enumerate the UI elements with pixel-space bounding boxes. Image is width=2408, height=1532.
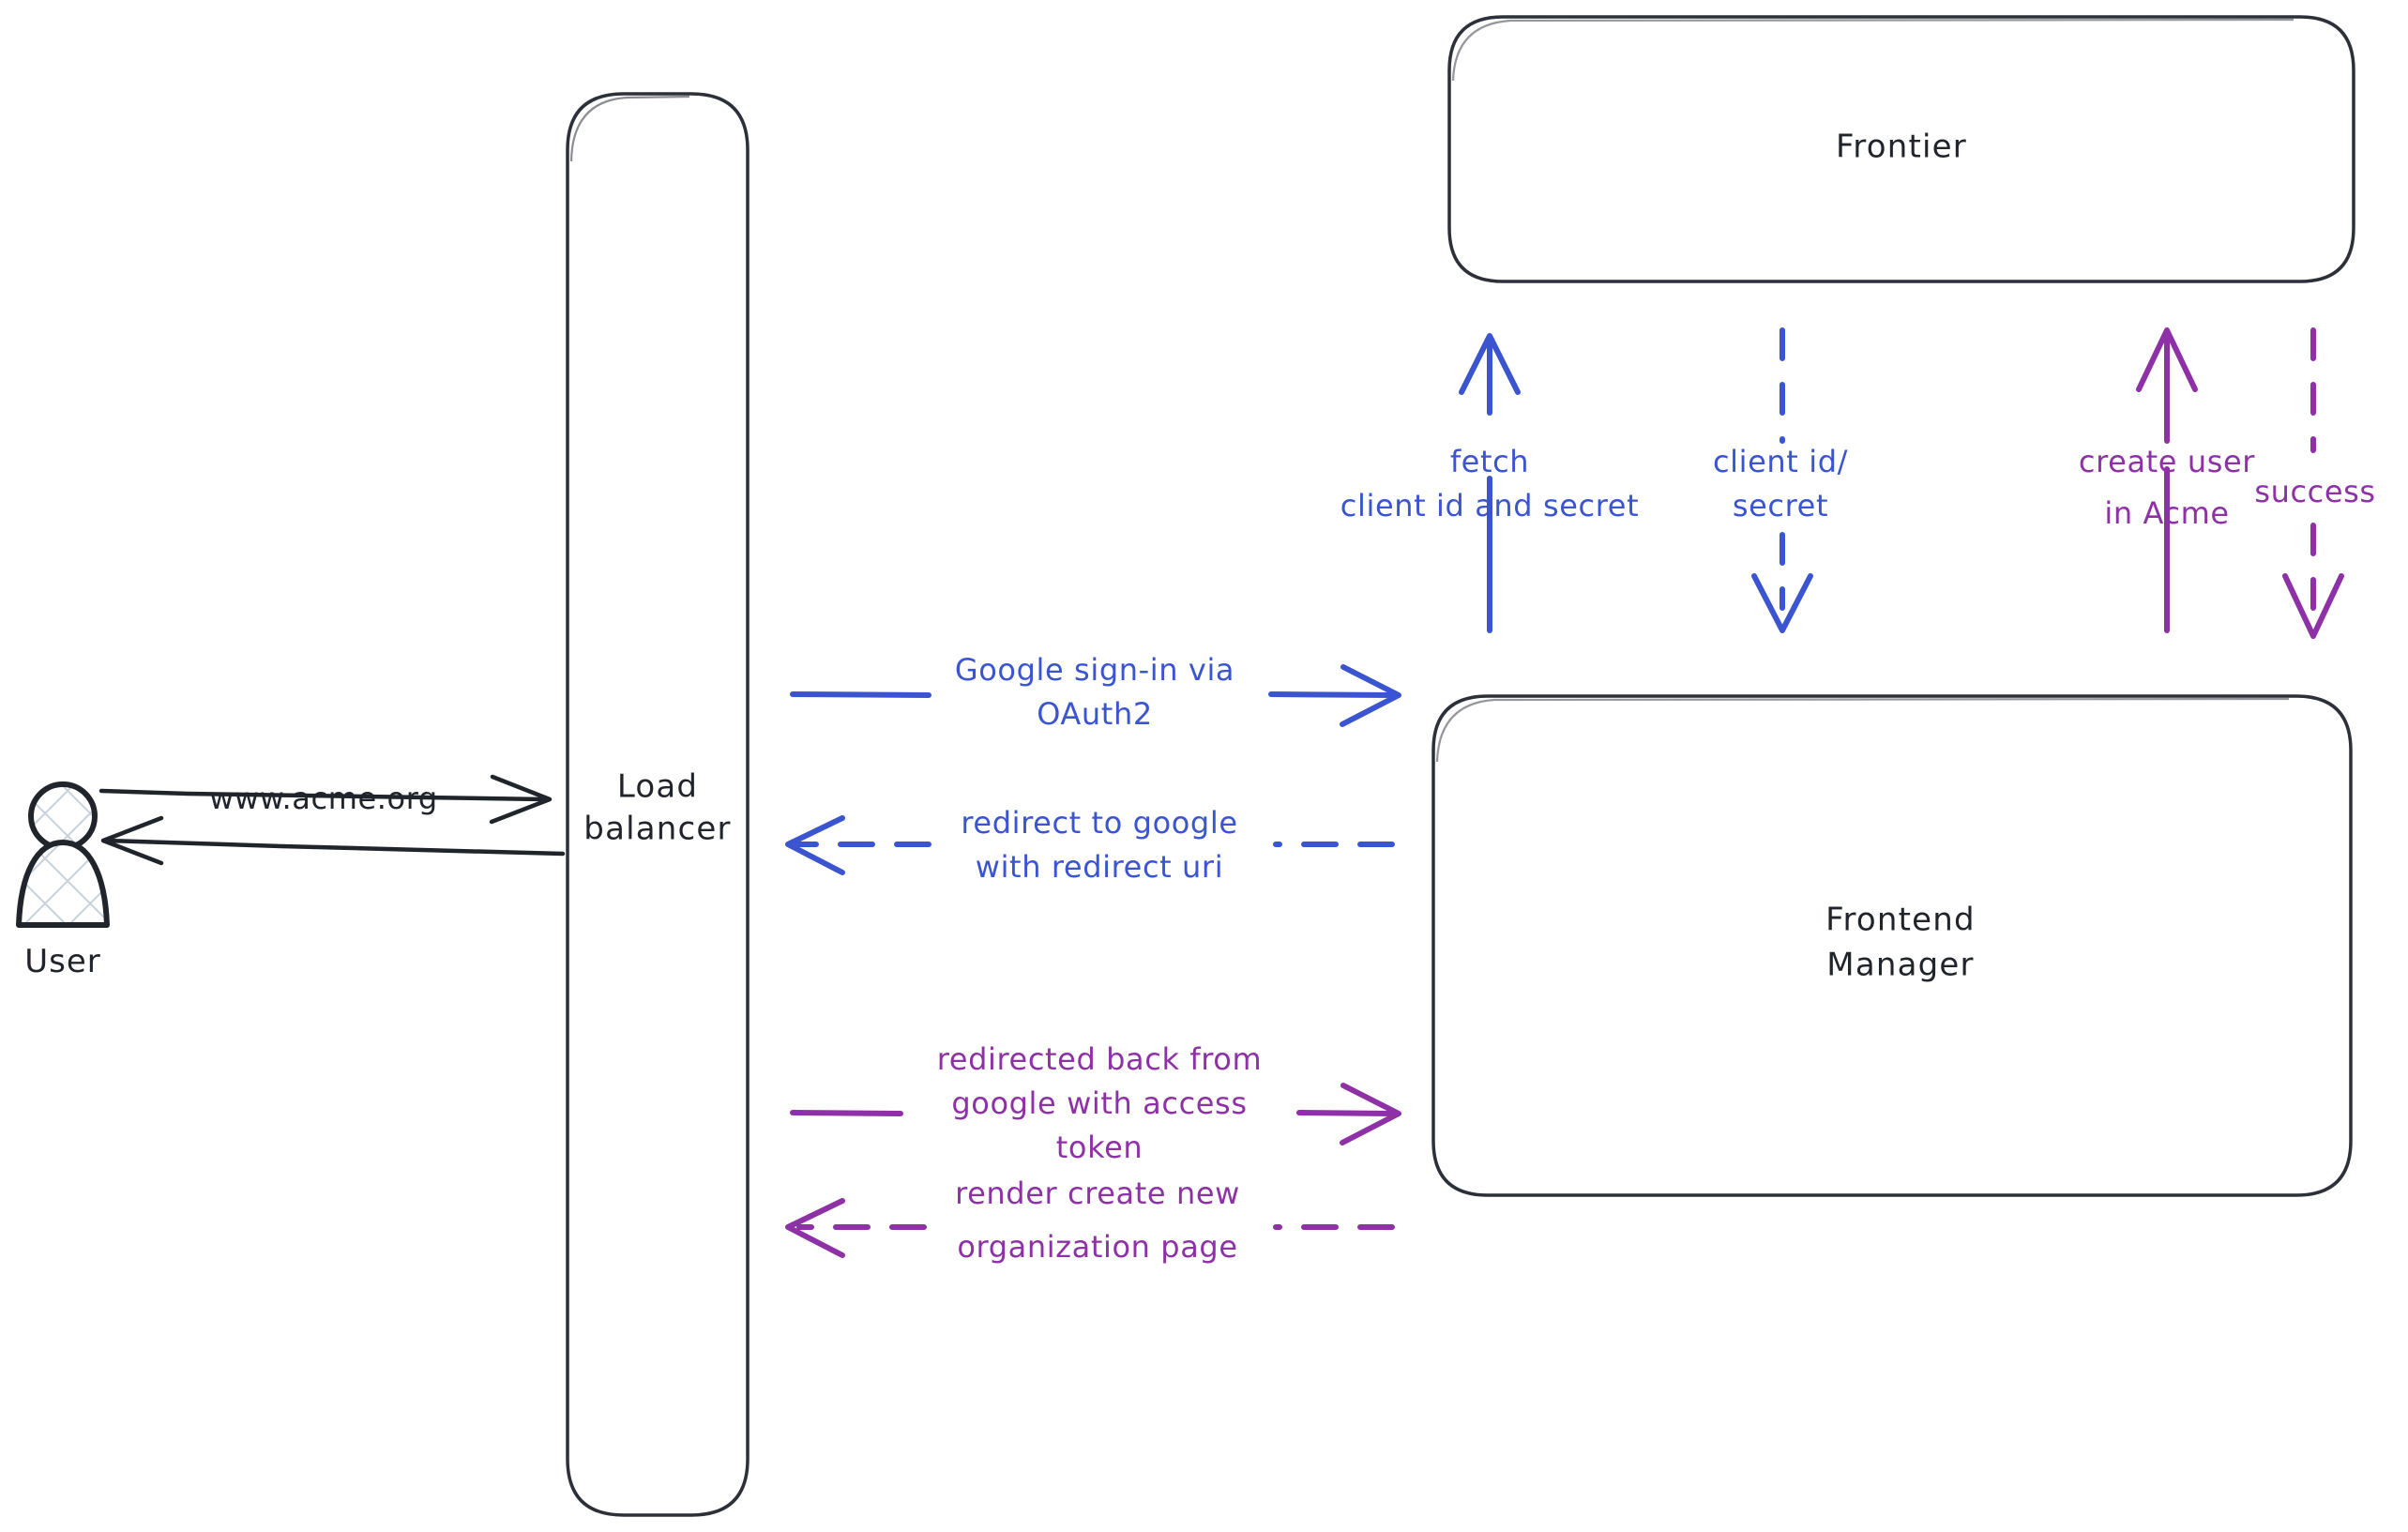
frontend-manager-label-line1: Frontend <box>1825 902 1976 939</box>
load-balancer-label-line1: Load <box>617 768 698 806</box>
user-actor-label: User <box>24 943 101 980</box>
frontend-manager-sketch-stroke <box>1435 697 2290 763</box>
load-balancer-label-line2: balancer <box>583 811 731 848</box>
edge-createuser-label-line2: in Acme <box>2104 495 2229 531</box>
edge-create-user-in-acme: create user in Acme <box>2079 327 2255 633</box>
edge-creds-arrowhead-icon <box>1751 573 1813 633</box>
edge-render-label-line2: organization page <box>957 1229 1237 1265</box>
edge-fetch-arrowhead-icon <box>1459 333 1521 395</box>
edge-user-to-lb-label: www.acme.org <box>209 781 438 816</box>
load-balancer-sketch-stroke <box>569 95 690 162</box>
frontend-manager-shape <box>1431 694 2353 1197</box>
edge-fetch-client-id-and-secret: fetch client id and secret <box>1340 333 1639 633</box>
edge-user-to-lb-line <box>98 788 547 802</box>
edge-token-line-right <box>1296 1110 1395 1116</box>
edge-fetch-label-line2: client id and secret <box>1340 488 1639 523</box>
edge-createuser-arrowhead-icon <box>2136 327 2198 392</box>
edge-token-arrowhead-icon <box>1340 1083 1401 1145</box>
edge-redirected-back-with-token: redirected back from google with access … <box>790 1041 1401 1165</box>
user-actor: User <box>16 781 110 980</box>
edge-render-label-line1: render create new <box>955 1176 1240 1211</box>
edge-lb-to-user-line <box>104 838 566 857</box>
frontier-sketch-stroke <box>1451 18 2294 82</box>
edge-creds-label-line1: client id/ <box>1713 444 1848 479</box>
edge-createuser-label-line1: create user <box>2079 444 2255 479</box>
edge-redirect-label-line1: redirect to google <box>961 805 1237 841</box>
edge-signin-arrowhead-icon <box>1340 664 1401 727</box>
edge-token-label-line1: redirected back from <box>937 1041 1262 1077</box>
edge-render-arrowhead-icon <box>785 1198 845 1258</box>
load-balancer-shape <box>566 92 750 1517</box>
frontier-shape <box>1447 15 2355 283</box>
frontier-label: Frontier <box>1836 129 1967 166</box>
frontend-manager-label-line2: Manager <box>1826 947 1974 984</box>
edge-load-balancer-to-user <box>100 815 566 866</box>
edge-fetch-label-line1: fetch <box>1450 444 1529 479</box>
user-body-icon <box>16 840 110 928</box>
edge-google-signin-oauth2: Google sign-in via OAuth2 <box>790 652 1401 732</box>
edge-redirect-arrowhead-icon <box>785 815 845 875</box>
edge-redirect-label-line2: with redirect uri <box>976 849 1223 885</box>
frontend-manager-node[interactable]: Frontend Manager <box>1431 694 2353 1197</box>
edge-token-label-line3: token <box>1056 1130 1143 1165</box>
edge-redirect-to-google: redirect to google with redirect uri <box>785 805 1395 885</box>
edge-lb-to-user-arrowhead-icon <box>100 815 164 866</box>
edge-client-id-secret-response: client id/ secret <box>1713 327 1848 633</box>
edge-token-line-left <box>790 1110 903 1116</box>
edge-success-label: success <box>2254 474 2375 509</box>
user-head-icon <box>28 781 98 851</box>
edge-success-response: success <box>2254 327 2375 639</box>
edge-signin-label-line2: OAuth2 <box>1037 696 1153 732</box>
frontier-node[interactable]: Frontier <box>1447 15 2355 283</box>
edge-success-arrowhead-icon <box>2282 573 2344 639</box>
load-balancer-node[interactable]: Load balancer <box>566 92 750 1517</box>
edge-token-label-line2: google with access <box>951 1085 1247 1121</box>
edge-render-create-new-organization: render create new organization page <box>785 1176 1395 1265</box>
edge-signin-line-right <box>1268 691 1395 698</box>
edge-user-to-load-balancer: www.acme.org <box>98 774 553 825</box>
edge-signin-line-left <box>790 691 931 698</box>
edge-signin-label-line1: Google sign-in via <box>955 652 1234 688</box>
edge-user-to-lb-arrowhead-icon <box>489 774 553 825</box>
edge-creds-label-line2: secret <box>1733 488 1828 523</box>
